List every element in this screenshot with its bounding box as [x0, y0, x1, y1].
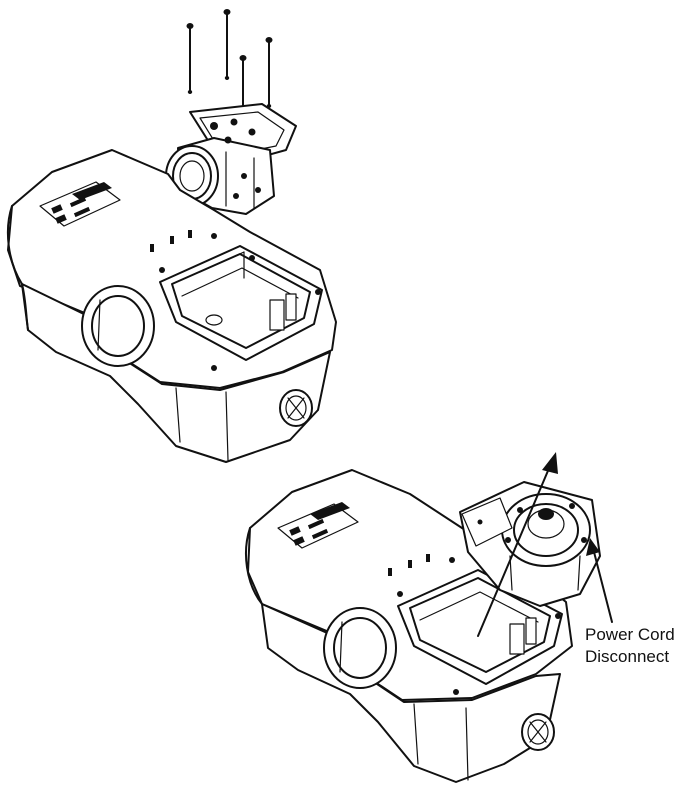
inlet-port [81, 285, 155, 367]
callout-line-2: Disconnect [585, 647, 670, 666]
top-illustration [6, 9, 337, 463]
power-cord-leader [586, 538, 613, 623]
outlet-fitting [521, 713, 555, 751]
bottom-illustration [245, 452, 613, 783]
label-panel [277, 502, 359, 549]
screw [223, 9, 231, 80]
outlet-fitting [279, 389, 313, 427]
label-panel [39, 181, 121, 227]
inlet-port [323, 607, 397, 689]
lift-arrow [477, 452, 558, 637]
tank-body [245, 469, 573, 783]
motor-assembly [459, 481, 601, 607]
terminal-posts [388, 554, 561, 695]
screw [265, 37, 273, 108]
wiring-basin [159, 245, 323, 361]
power-cord-disconnect-label: Power Cord Disconnect [585, 624, 675, 668]
terminal-posts [150, 230, 321, 371]
tank-body [6, 149, 337, 463]
callout-line-1: Power Cord [585, 625, 675, 644]
screw [186, 23, 194, 94]
